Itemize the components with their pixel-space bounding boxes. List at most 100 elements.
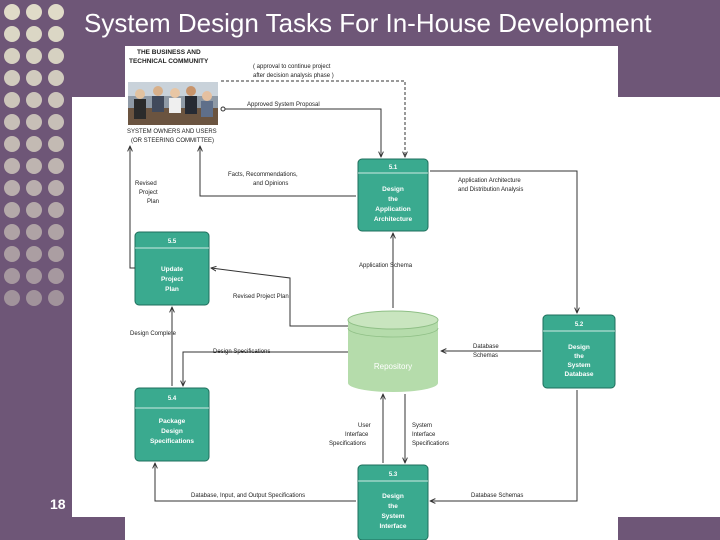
decorative-dot [26, 290, 42, 306]
process-id: 5.3 [389, 472, 398, 478]
decorative-dot [48, 268, 64, 284]
flow-label: Schemas [473, 353, 498, 359]
decorative-dot [4, 26, 20, 42]
process-label-line: Database [565, 371, 594, 378]
slide-title: System Design Tasks For In-House Develop… [84, 8, 652, 38]
flow-label: Database, Input, and Output Specificatio… [191, 493, 305, 499]
flow-label: Interface [412, 432, 436, 438]
decorative-dot [4, 70, 20, 86]
decorative-dot [4, 268, 20, 284]
decorative-dot [26, 70, 42, 86]
decorative-dot [4, 92, 20, 108]
process-label-line: Design [382, 493, 404, 500]
process-label-line: the [388, 503, 398, 510]
process-5-4: 5.4 Package Design Specifications [134, 387, 210, 462]
community-label-line2: TECHNICAL COMMUNITY [129, 58, 209, 65]
flow-label: Database Schemas [471, 493, 523, 499]
flow-db-schemas-bottom [430, 390, 578, 501]
flow-label: Design Specifications [213, 349, 270, 355]
decorative-dot [26, 26, 42, 42]
process-label-line: Interface [379, 523, 406, 530]
process-label-line: System [567, 362, 590, 369]
decorative-dot [48, 26, 64, 42]
flow-label: Specifications [412, 441, 449, 447]
process-label-line: Package [159, 418, 186, 425]
flow-design-specs [183, 351, 348, 386]
decorative-dot [48, 158, 64, 174]
decorative-dot [4, 48, 20, 64]
decorative-dot [4, 180, 20, 196]
people-photo [128, 82, 218, 125]
process-label-line: Architecture [374, 216, 413, 223]
process-label-line: Plan [165, 286, 179, 293]
process-5-2: 5.2 Design the System Database [542, 314, 616, 389]
owners-label-line1: SYSTEM OWNERS AND USERS [127, 129, 217, 135]
flow-label: Database [473, 344, 499, 350]
decorative-dot [48, 136, 64, 152]
flow-label: Design Complete [130, 331, 177, 337]
page-number: 18 [50, 496, 66, 512]
decorative-dot [26, 202, 42, 218]
flow-design-specs-to-5-5 [211, 268, 348, 327]
decorative-dot [48, 48, 64, 64]
decorative-dot [26, 224, 42, 240]
process-label-line: Design [568, 344, 590, 351]
flow-label: Interface [345, 432, 369, 438]
decorative-dot [4, 158, 20, 174]
decorative-dot [48, 92, 64, 108]
flow-label: Plan [147, 199, 159, 205]
flow-label: Application Schema [359, 263, 413, 269]
flow-label: and Opinions [253, 181, 288, 187]
flow-label: Revised Project Plan [233, 294, 289, 300]
repository-label: Repository [374, 362, 412, 371]
decorative-dot [48, 70, 64, 86]
decorative-dot [4, 246, 20, 262]
decorative-dot [48, 224, 64, 240]
process-label-line: System [381, 513, 404, 520]
process-label-line: the [388, 196, 398, 203]
process-label-line: the [574, 353, 584, 360]
owners-label-line2: (OR STEERING COMMITTEE) [131, 138, 214, 144]
flow-approved-proposal [223, 108, 381, 157]
decorative-dot [4, 4, 20, 20]
decorative-dot [4, 114, 20, 130]
process-id: 5.5 [168, 239, 177, 245]
decorative-dots-left [4, 4, 64, 306]
decorative-dot [4, 290, 20, 306]
flow-label: Revised [135, 181, 157, 187]
process-id: 5.2 [575, 322, 584, 328]
decorative-dot [4, 224, 20, 240]
process-label-line: Application [375, 206, 410, 213]
decorative-dot [48, 290, 64, 306]
flow-arrows [130, 80, 578, 501]
decorative-dot [26, 158, 42, 174]
decorative-dot [48, 114, 64, 130]
process-5-5: 5.5 Update Project Plan [134, 231, 210, 306]
process-5-3: 5.3 Design the System Interface [357, 464, 429, 540]
process-label-line: Specifications [150, 438, 194, 445]
flow-label: and Distribution Analysis [458, 187, 523, 193]
decorative-dot [48, 202, 64, 218]
process-label-line: Design [382, 186, 404, 193]
process-id: 5.1 [389, 165, 398, 171]
decorative-dot [26, 136, 42, 152]
flow-label: User [358, 423, 371, 429]
decorative-dot [26, 4, 42, 20]
flow-label: Facts, Recommendations, [228, 172, 298, 178]
flow-label: Project [139, 190, 158, 196]
decorative-dot [48, 180, 64, 196]
decorative-dot [48, 246, 64, 262]
decorative-dot [26, 268, 42, 284]
decorative-dot [4, 136, 20, 152]
decorative-dot [48, 4, 64, 20]
process-5-1: 5.1 Design the Application Architecture [357, 158, 429, 232]
flow-labels: ( approval to continue project after dec… [130, 64, 523, 499]
flow-label: after decision analysis phase ) [253, 73, 334, 79]
decorative-dot [26, 48, 42, 64]
flow-label: Application Architecture [458, 178, 521, 184]
repository-store: Repository [347, 310, 439, 392]
system-design-diagram: THE BUSINESS AND TECHNICAL COMMUNITY SYS… [125, 46, 618, 540]
flow-app-architecture [430, 170, 577, 313]
flow-revised-plan-to-owners [130, 146, 135, 269]
